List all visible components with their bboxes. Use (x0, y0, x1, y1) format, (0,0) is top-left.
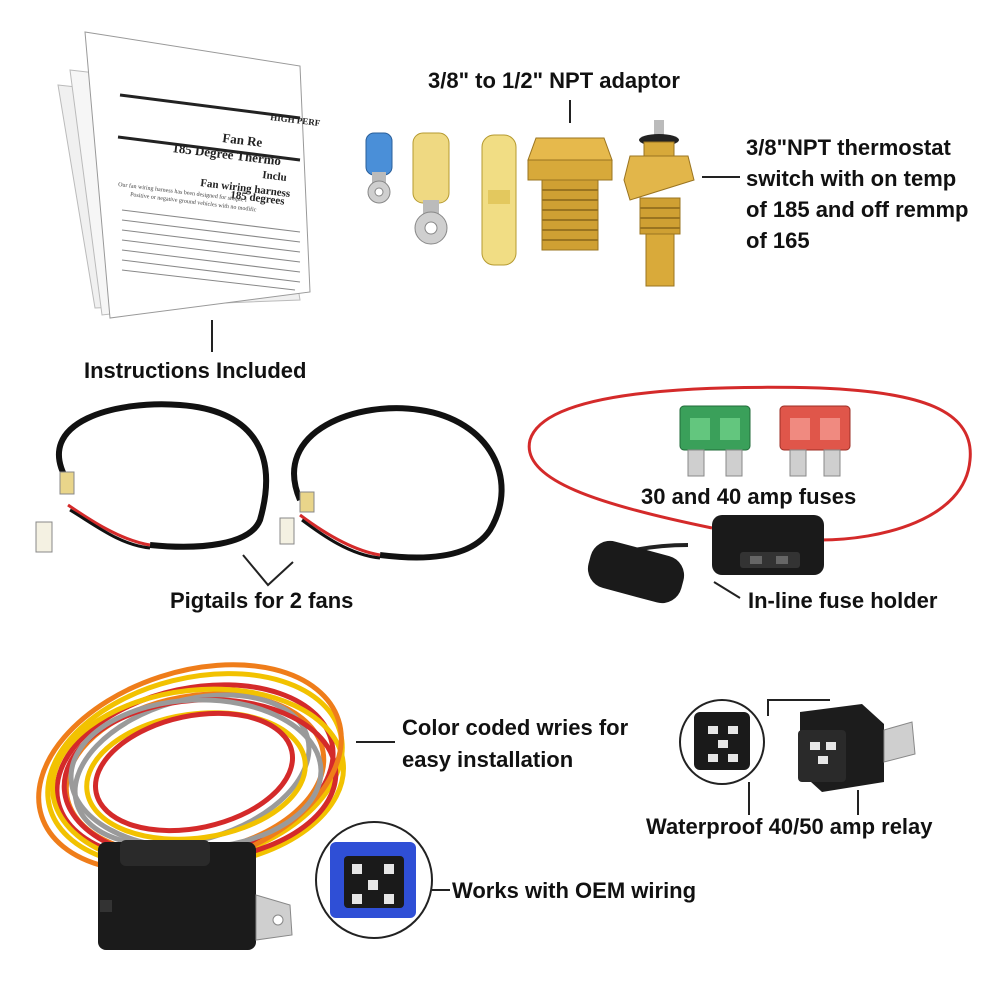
pigtail-2-connector (279, 491, 315, 545)
thermostat-switch (623, 120, 695, 287)
instructions-label: Instructions Included (84, 358, 307, 383)
thermostat-label-line-4: of 165 (746, 228, 810, 253)
thermostat-label-line-1: 3/8"NPT thermostat (746, 135, 951, 160)
npt-adaptor-label: 3/8" to 1/2" NPT adaptor (428, 68, 680, 93)
fuses-label: 30 and 40 amp fuses (641, 484, 857, 509)
wires-label-line-1: Color coded wries for (402, 715, 629, 740)
pigtail-2 (291, 405, 505, 561)
thermostat-label-line-2: switch with on temp (746, 166, 957, 191)
booklet-line-4: Inclu (262, 169, 288, 184)
relay-socket-closeup (679, 699, 765, 785)
butt-connector (481, 134, 517, 266)
pigtails-label: Pigtails for 2 fans (170, 588, 354, 613)
ring-terminal-large (412, 132, 450, 245)
pigtail-1-connector (35, 471, 75, 553)
booklet-line-2: Fan Re (222, 130, 264, 150)
relay-pointer-top (767, 699, 830, 716)
pigtails-pointer (242, 554, 294, 587)
fuse-holder-pointer (713, 581, 741, 599)
thermostat-label-line-3: of 185 and off remmp (746, 197, 969, 222)
thermostat-label: 3/8"NPT thermostat switch with on temp o… (746, 132, 968, 256)
wires-label: Color coded wries for easy installation (402, 712, 628, 776)
oem-socket-closeup (315, 821, 433, 939)
red-fuse (779, 405, 851, 477)
green-fuse (679, 405, 751, 477)
fuse-holder-label: In-line fuse holder (748, 588, 938, 613)
fuse-holder-cap (587, 540, 685, 604)
wires-label-line-2: easy installation (402, 747, 574, 772)
instruction-booklet: HIGH PERF Fan Re 185 Degree Thermo Inclu… (57, 31, 321, 319)
pigtail-1 (56, 401, 270, 550)
relay-label: Waterproof 40/50 amp relay (646, 814, 933, 839)
inline-fuse-holder (712, 515, 824, 575)
npt-adaptor (527, 137, 613, 251)
ring-terminal-small (365, 132, 393, 204)
oem-label: Works with OEM wiring (452, 878, 697, 903)
harness-relay (98, 840, 293, 950)
waterproof-relay (798, 704, 916, 792)
